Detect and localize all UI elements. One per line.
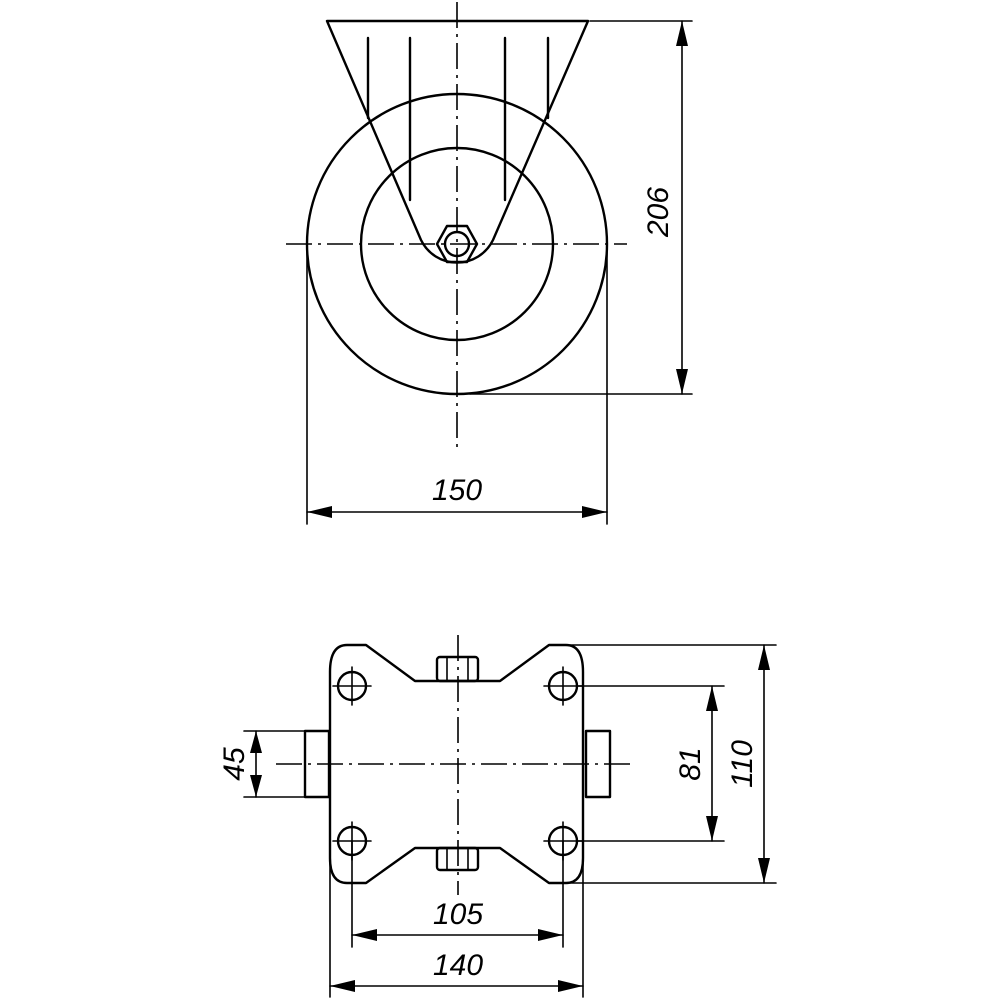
dim-label-206: 206	[642, 187, 675, 238]
dim-label-81: 81	[674, 747, 707, 780]
dim-label-45: 45	[218, 747, 251, 781]
arrow-206-bottom	[676, 369, 688, 394]
arrow-45-top	[250, 731, 262, 753]
dim-label-110: 110	[726, 740, 759, 788]
arrow-81-bottom	[706, 816, 718, 841]
arrow-45-bottom	[250, 775, 262, 797]
arrow-105-right	[538, 929, 563, 941]
arrow-150-left	[307, 506, 332, 518]
arrow-140-right	[558, 980, 583, 992]
top-view: 45 81 110 105 140	[218, 635, 777, 998]
side-view: 206 150	[286, 2, 693, 525]
dim-label-140: 140	[433, 949, 483, 982]
arrow-105-left	[352, 929, 377, 941]
dim-label-105: 105	[433, 898, 483, 931]
arrow-110-top	[758, 645, 770, 670]
dim-label-150: 150	[432, 474, 482, 507]
arrow-110-bottom	[758, 858, 770, 883]
arrow-150-right	[582, 506, 607, 518]
arrow-81-top	[706, 686, 718, 711]
arrow-140-left	[330, 980, 355, 992]
arrow-206-top	[676, 21, 688, 46]
axle-nut	[435, 224, 479, 264]
